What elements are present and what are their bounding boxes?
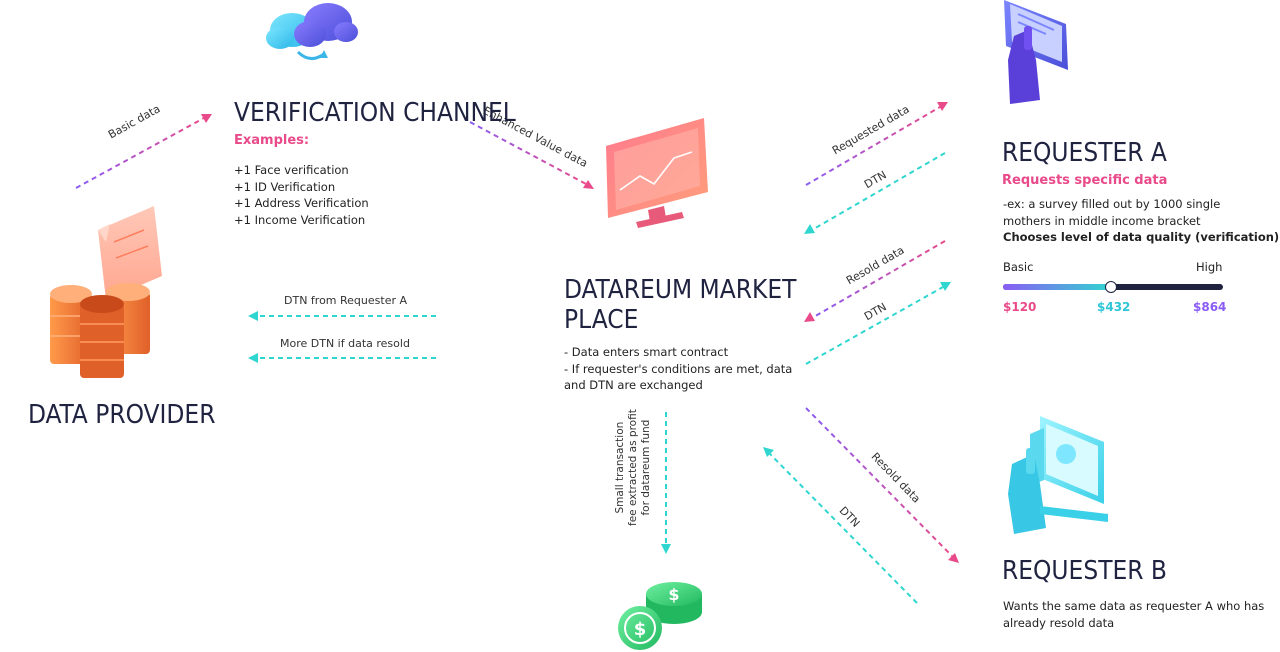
requester-b-desc-line: Wants the same data as requester A who h… bbox=[1003, 599, 1265, 613]
quality-slider-handle[interactable] bbox=[1104, 281, 1117, 293]
fee-label: Small transaction fee extracted as profi… bbox=[614, 409, 653, 526]
slider-high-label: High bbox=[1196, 260, 1223, 274]
marketplace-desc-line: - If requester's conditions are met, dat… bbox=[564, 361, 793, 376]
more-dtn-label: More DTN if data resold bbox=[280, 337, 410, 350]
hand-laptop-icon bbox=[1008, 416, 1108, 534]
basic-data-arrow bbox=[75, 114, 212, 189]
requester-a-title: REQUESTER A bbox=[1002, 138, 1167, 168]
marketplace-title-line1: DATAREUM MARKET bbox=[564, 275, 797, 305]
dtn-b-arrow bbox=[763, 447, 918, 604]
requester-a-quality: Chooses level of data quality (verificat… bbox=[1003, 230, 1280, 244]
provider-title: DATA PROVIDER bbox=[28, 400, 216, 430]
svg-text:$: $ bbox=[634, 619, 647, 640]
database-icon bbox=[50, 206, 162, 378]
fee-arrow bbox=[661, 412, 671, 554]
price-high: $864 bbox=[1193, 300, 1227, 314]
price-basic: $120 bbox=[1003, 300, 1037, 314]
requester-a-desc-line: -ex: a survey filled out by 1000 single bbox=[1003, 197, 1221, 211]
dtn-a1-arrow bbox=[804, 152, 946, 234]
dtn-from-a-arrow bbox=[248, 311, 436, 321]
fee-label-line3: for datareum fund bbox=[640, 419, 652, 516]
marketplace-title: DATAREUM MARKET PLACE bbox=[564, 275, 796, 335]
verification-item: +1 ID Verification bbox=[234, 179, 336, 194]
verification-title: VERIFICATION CHANNEL bbox=[234, 98, 516, 128]
requested-data-arrow bbox=[805, 102, 948, 186]
requester-b-desc: Wants the same data as requester A who h… bbox=[1003, 598, 1264, 631]
dtn-from-a-label: DTN from Requester A bbox=[284, 294, 408, 307]
slider-low-label: Basic bbox=[1003, 260, 1034, 274]
resold-a-arrow bbox=[804, 240, 946, 322]
quality-slider-track[interactable] bbox=[1003, 281, 1223, 293]
more-dtn-arrow bbox=[248, 353, 436, 363]
svg-text:$: $ bbox=[668, 585, 679, 604]
requester-a-desc: -ex: a survey filled out by 1000 single … bbox=[1003, 196, 1279, 246]
verification-examples-label: Examples: bbox=[234, 133, 310, 148]
verification-item: +1 Income Verification bbox=[234, 212, 366, 227]
enhanced-data-arrow bbox=[469, 121, 594, 189]
dtn-a2-arrow bbox=[805, 282, 951, 365]
requester-a-desc-line: mothers in middle income bracket bbox=[1003, 213, 1201, 228]
marketplace-desc-line: - Data enters smart contract bbox=[564, 345, 729, 359]
marketplace-title-line2: PLACE bbox=[564, 305, 639, 335]
hand-tablet-icon bbox=[1004, 0, 1068, 104]
cloud-icon bbox=[266, 3, 358, 60]
requester-b-title: REQUESTER B bbox=[1002, 556, 1167, 586]
verification-item: +1 Face verification bbox=[234, 163, 349, 177]
verification-item: +1 Address Verification bbox=[234, 196, 369, 210]
marketplace-desc: - Data enters smart contract - If reques… bbox=[564, 344, 792, 394]
coins-icon: $ $ bbox=[618, 582, 702, 650]
requester-b-desc-line: already resold data bbox=[1003, 615, 1115, 630]
resold-b-arrow bbox=[805, 407, 959, 563]
price-mid: $432 bbox=[1097, 300, 1131, 314]
fee-label-line1: Small transaction bbox=[614, 421, 626, 514]
marketplace-desc-line: and DTN are exchanged bbox=[564, 378, 703, 392]
verification-list: +1 Face verification +1 ID Verification … bbox=[234, 162, 369, 228]
quality-slider-fill bbox=[1003, 284, 1111, 290]
monitor-icon bbox=[606, 118, 708, 228]
requester-a-subtitle: Requests specific data bbox=[1002, 173, 1168, 188]
fee-label-line2: fee extracted as profit bbox=[627, 409, 639, 526]
